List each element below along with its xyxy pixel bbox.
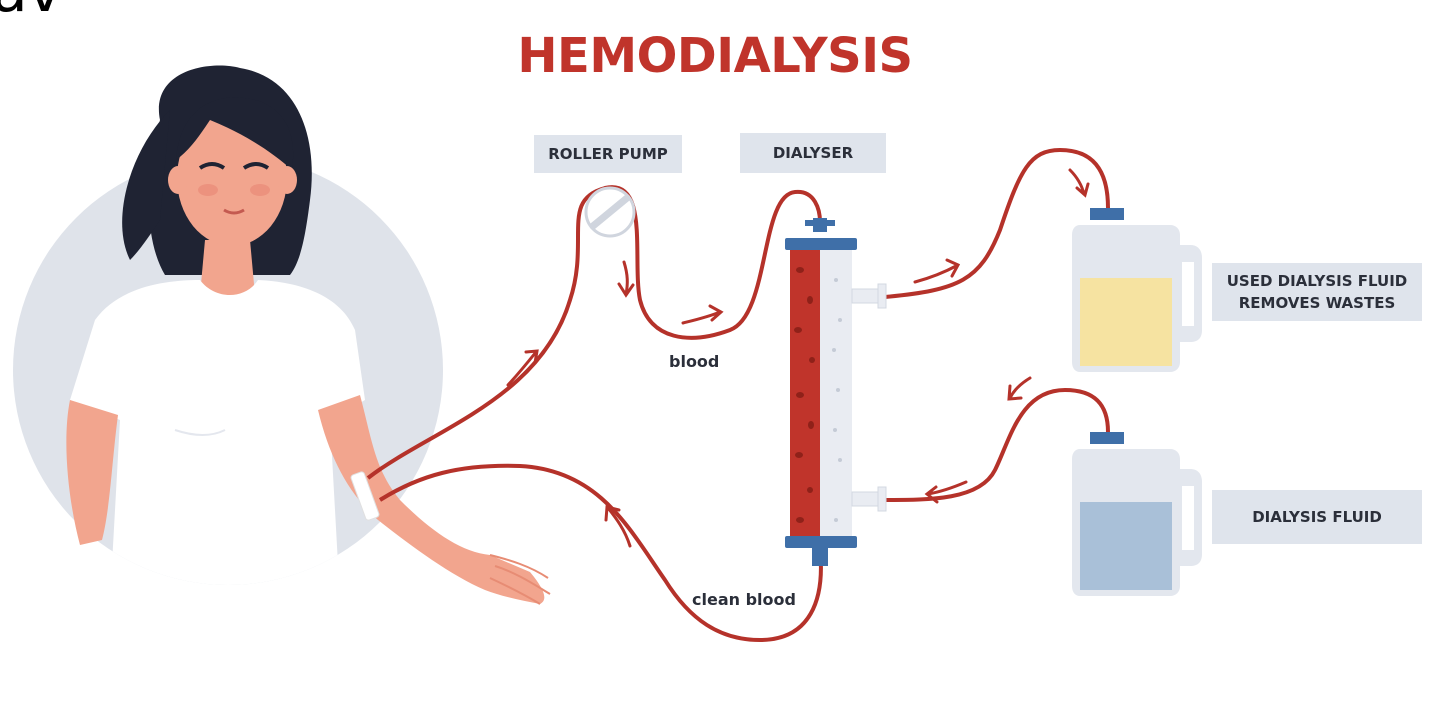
patient-left-arm [66,400,118,545]
arrow-used-out [913,258,961,284]
patient-fringe [176,97,294,170]
blood-out-tube [366,185,822,480]
label-clean-blood: clean blood [692,590,796,609]
arrow-up-arm [506,349,539,387]
patient-fingers [489,554,551,605]
patient-cheek-left [198,184,218,196]
patient-eye-right [242,162,270,170]
label-dialyser: DIALYSER [740,133,886,173]
patient-eye-left [198,162,226,170]
patient-shirt [70,280,365,585]
clean-blood-tube [378,463,823,643]
dialyser-column [785,218,887,566]
patient-ear-left [168,166,188,194]
patient-shirt-fold [174,429,226,436]
corner-text-fragment: av [0,0,62,20]
label-dialysis-fluid: DIALYSIS FLUID [1212,490,1422,544]
arrow-right-blood [681,304,724,325]
patient-mouth [223,208,245,215]
patient-cheek-right [250,184,270,196]
patient-hair-strand [122,110,170,260]
fresh-fluid-tube [884,387,1110,502]
arrow-from-fresh-jug [1007,376,1032,401]
arm-bandage [350,471,380,521]
arrow-into-dialyser [924,480,968,504]
flow-arrows [506,168,1090,548]
patient-ear-right [277,166,297,194]
used-fluid-jug [1072,208,1202,372]
label-used-dialysis-fluid: USED DIALYSIS FLUID REMOVES WASTES [1212,263,1422,321]
used-fluid-level [1080,278,1172,366]
arrow-clean-return [604,505,632,548]
patient-figure [66,65,551,605]
label-used-line2: REMOVES WASTES [1238,294,1396,312]
diagram-title: HEMODIALYSIS [517,28,913,84]
arrow-down-pump [617,260,635,298]
fresh-fluid-level [1080,502,1172,590]
arrow-into-used-jug [1068,168,1090,198]
used-fluid-tube [884,147,1110,299]
roller-pump-wheel [584,186,636,238]
label-used-line1: USED DIALYSIS FLUID [1226,272,1408,290]
patient-neck [200,240,255,295]
dialyser-fluid-channel [820,250,852,536]
label-blood: blood [669,352,720,371]
label-roller-pump: ROLLER PUMP [534,135,682,173]
dialyser-blood-channel [790,250,820,536]
fresh-fluid-jug [1072,432,1202,596]
